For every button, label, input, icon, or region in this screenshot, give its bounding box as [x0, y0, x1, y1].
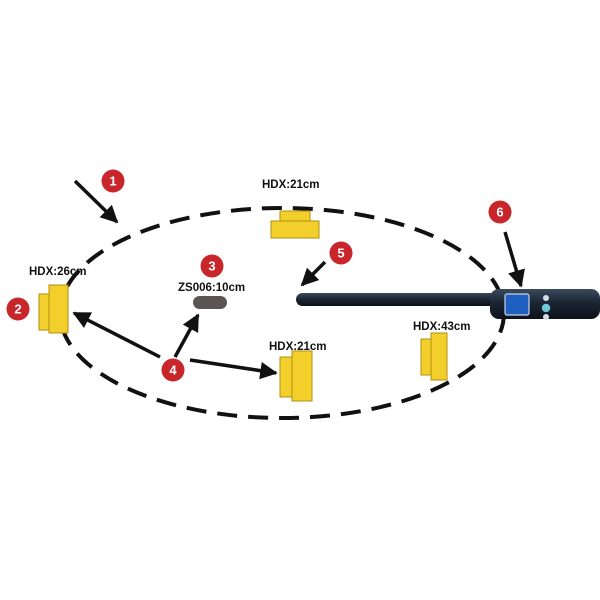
reader-button-main — [541, 303, 551, 313]
reader-button — [543, 314, 549, 320]
svg-text:2: 2 — [14, 302, 21, 317]
svg-text:6: 6 — [496, 205, 503, 220]
hdx-tag-icon — [270, 210, 320, 239]
arrow-4-bottom — [189, 358, 278, 380]
arrow-4-left — [72, 311, 161, 359]
badge-1: 1 — [101, 169, 125, 193]
arrow-1 — [73, 179, 119, 224]
svg-text:5: 5 — [337, 246, 344, 261]
hdx-tag-icon — [38, 284, 69, 334]
hdx-tag-icon — [420, 332, 448, 381]
svg-text:1: 1 — [109, 174, 116, 189]
badge-2: 2 — [6, 297, 30, 321]
bottom-tag-label: HDX:21cm — [269, 341, 327, 353]
badge-3: 3 — [200, 254, 224, 278]
badge-4: 4 — [161, 358, 185, 382]
reader-button — [543, 295, 549, 301]
svg-text:3: 3 — [208, 259, 215, 274]
top-tag-label: HDX:21cm — [262, 179, 320, 191]
reader-screen — [504, 293, 530, 316]
left-tag-label: HDX:26cm — [29, 266, 87, 278]
arrow-6 — [503, 231, 525, 288]
rfid-reader-wand-icon — [296, 289, 600, 320]
svg-text:4: 4 — [169, 363, 177, 378]
arrow-5 — [300, 260, 327, 287]
badge-6: 6 — [488, 200, 512, 224]
right-tag-label: HDX:43cm — [413, 321, 471, 333]
center-tag-label: ZS006:10cm — [178, 282, 245, 294]
hdx-tag-icon — [279, 350, 313, 402]
zs006-tag-icon — [193, 296, 227, 309]
arrow-4-center — [173, 313, 200, 358]
badge-5: 5 — [329, 241, 353, 265]
